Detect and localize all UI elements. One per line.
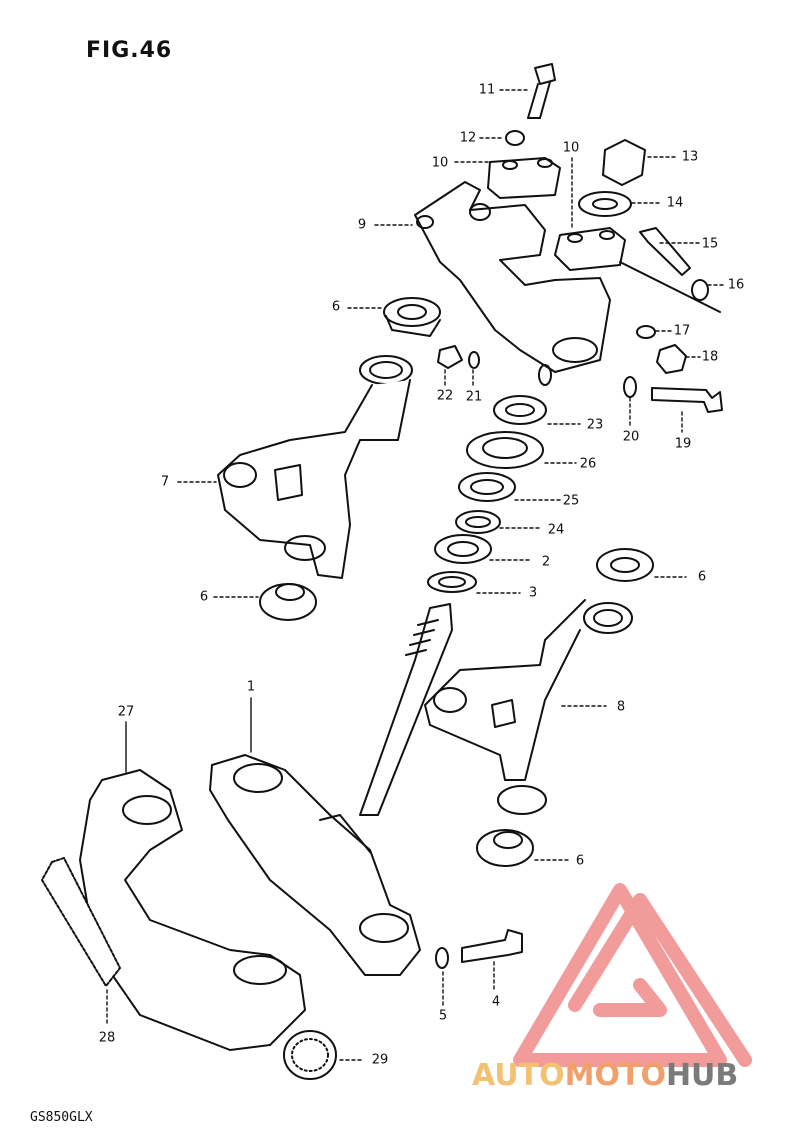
bolt-part-11	[527, 63, 556, 119]
callout-10-right: 10	[562, 140, 580, 156]
bolt-part-15	[639, 227, 691, 276]
figure-title: FIG.46	[86, 38, 173, 63]
callout-18: 18	[701, 349, 719, 365]
callout-11: 11	[478, 82, 496, 98]
callout-27: 27	[117, 704, 135, 720]
callout-26: 26	[579, 456, 597, 472]
watermark-hub: HUB	[665, 1058, 739, 1093]
watermark-logo-text: AUTOMOTOHUB	[472, 1058, 738, 1093]
washer-part-14	[578, 191, 632, 217]
handlebar-clamp-upper	[487, 157, 561, 199]
callout-6-top: 6	[331, 299, 341, 315]
callout-23: 23	[586, 417, 604, 433]
model-code: GS850GLX	[30, 1110, 93, 1125]
washer-part-16	[691, 279, 709, 301]
nut-part-12	[505, 130, 525, 146]
callout-12: 12	[459, 130, 477, 146]
watermark-logo-mark	[513, 883, 752, 1067]
callout-15: 15	[701, 236, 719, 252]
callout-2: 2	[541, 554, 551, 570]
callout-14: 14	[666, 195, 684, 211]
washer-part-17	[636, 325, 656, 339]
callout-6-bottom: 6	[575, 853, 585, 869]
washer-part-5	[435, 947, 449, 969]
handlebar-clamp-right	[554, 227, 626, 271]
emblem-plate-part-28	[41, 857, 121, 987]
cap-nut-part-13	[602, 139, 646, 186]
callout-21: 21	[465, 389, 483, 405]
callout-1: 1	[246, 679, 256, 695]
upper-bracket-part-9	[414, 181, 611, 386]
callout-3: 3	[528, 585, 538, 601]
callout-29: 29	[371, 1052, 389, 1068]
watermark-auto: AUTO	[472, 1058, 565, 1093]
callout-16: 16	[727, 277, 745, 293]
washer-part-20	[623, 376, 637, 398]
callout-6-right: 6	[697, 569, 707, 585]
callout-19: 19	[674, 436, 692, 452]
callout-24: 24	[547, 522, 565, 538]
handlebar-holder-part-7	[217, 355, 413, 579]
washer-part-21	[468, 351, 480, 369]
callout-25: 25	[562, 493, 580, 509]
leader-lines	[106, 89, 727, 1061]
callout-10-left: 10	[431, 155, 449, 171]
callout-8: 8	[616, 699, 626, 715]
handlebar-holder-part-8	[424, 599, 633, 815]
callout-13: 13	[681, 149, 699, 165]
callout-17: 17	[673, 323, 691, 339]
rubber-bush-6c	[596, 548, 654, 582]
callout-4: 4	[491, 994, 501, 1010]
rubber-bush-6d	[476, 829, 534, 867]
steering-bearing-stack	[427, 395, 547, 593]
rubber-bush-6b	[259, 583, 317, 621]
callout-28: 28	[98, 1030, 116, 1046]
rubber-bush-6a	[383, 297, 441, 337]
cap-part-22	[437, 345, 463, 369]
steering-stem-part-1	[209, 603, 453, 976]
callout-9: 9	[357, 217, 367, 233]
callout-5: 5	[438, 1008, 448, 1024]
watermark-moto: MOTO	[564, 1058, 666, 1093]
bolt-part-4	[461, 929, 523, 963]
callout-7: 7	[160, 474, 170, 490]
callout-6-left: 6	[199, 589, 209, 605]
callout-22: 22	[436, 388, 454, 404]
bolt-part-19	[651, 387, 723, 413]
callout-20: 20	[622, 429, 640, 445]
nut-part-18	[656, 344, 687, 374]
